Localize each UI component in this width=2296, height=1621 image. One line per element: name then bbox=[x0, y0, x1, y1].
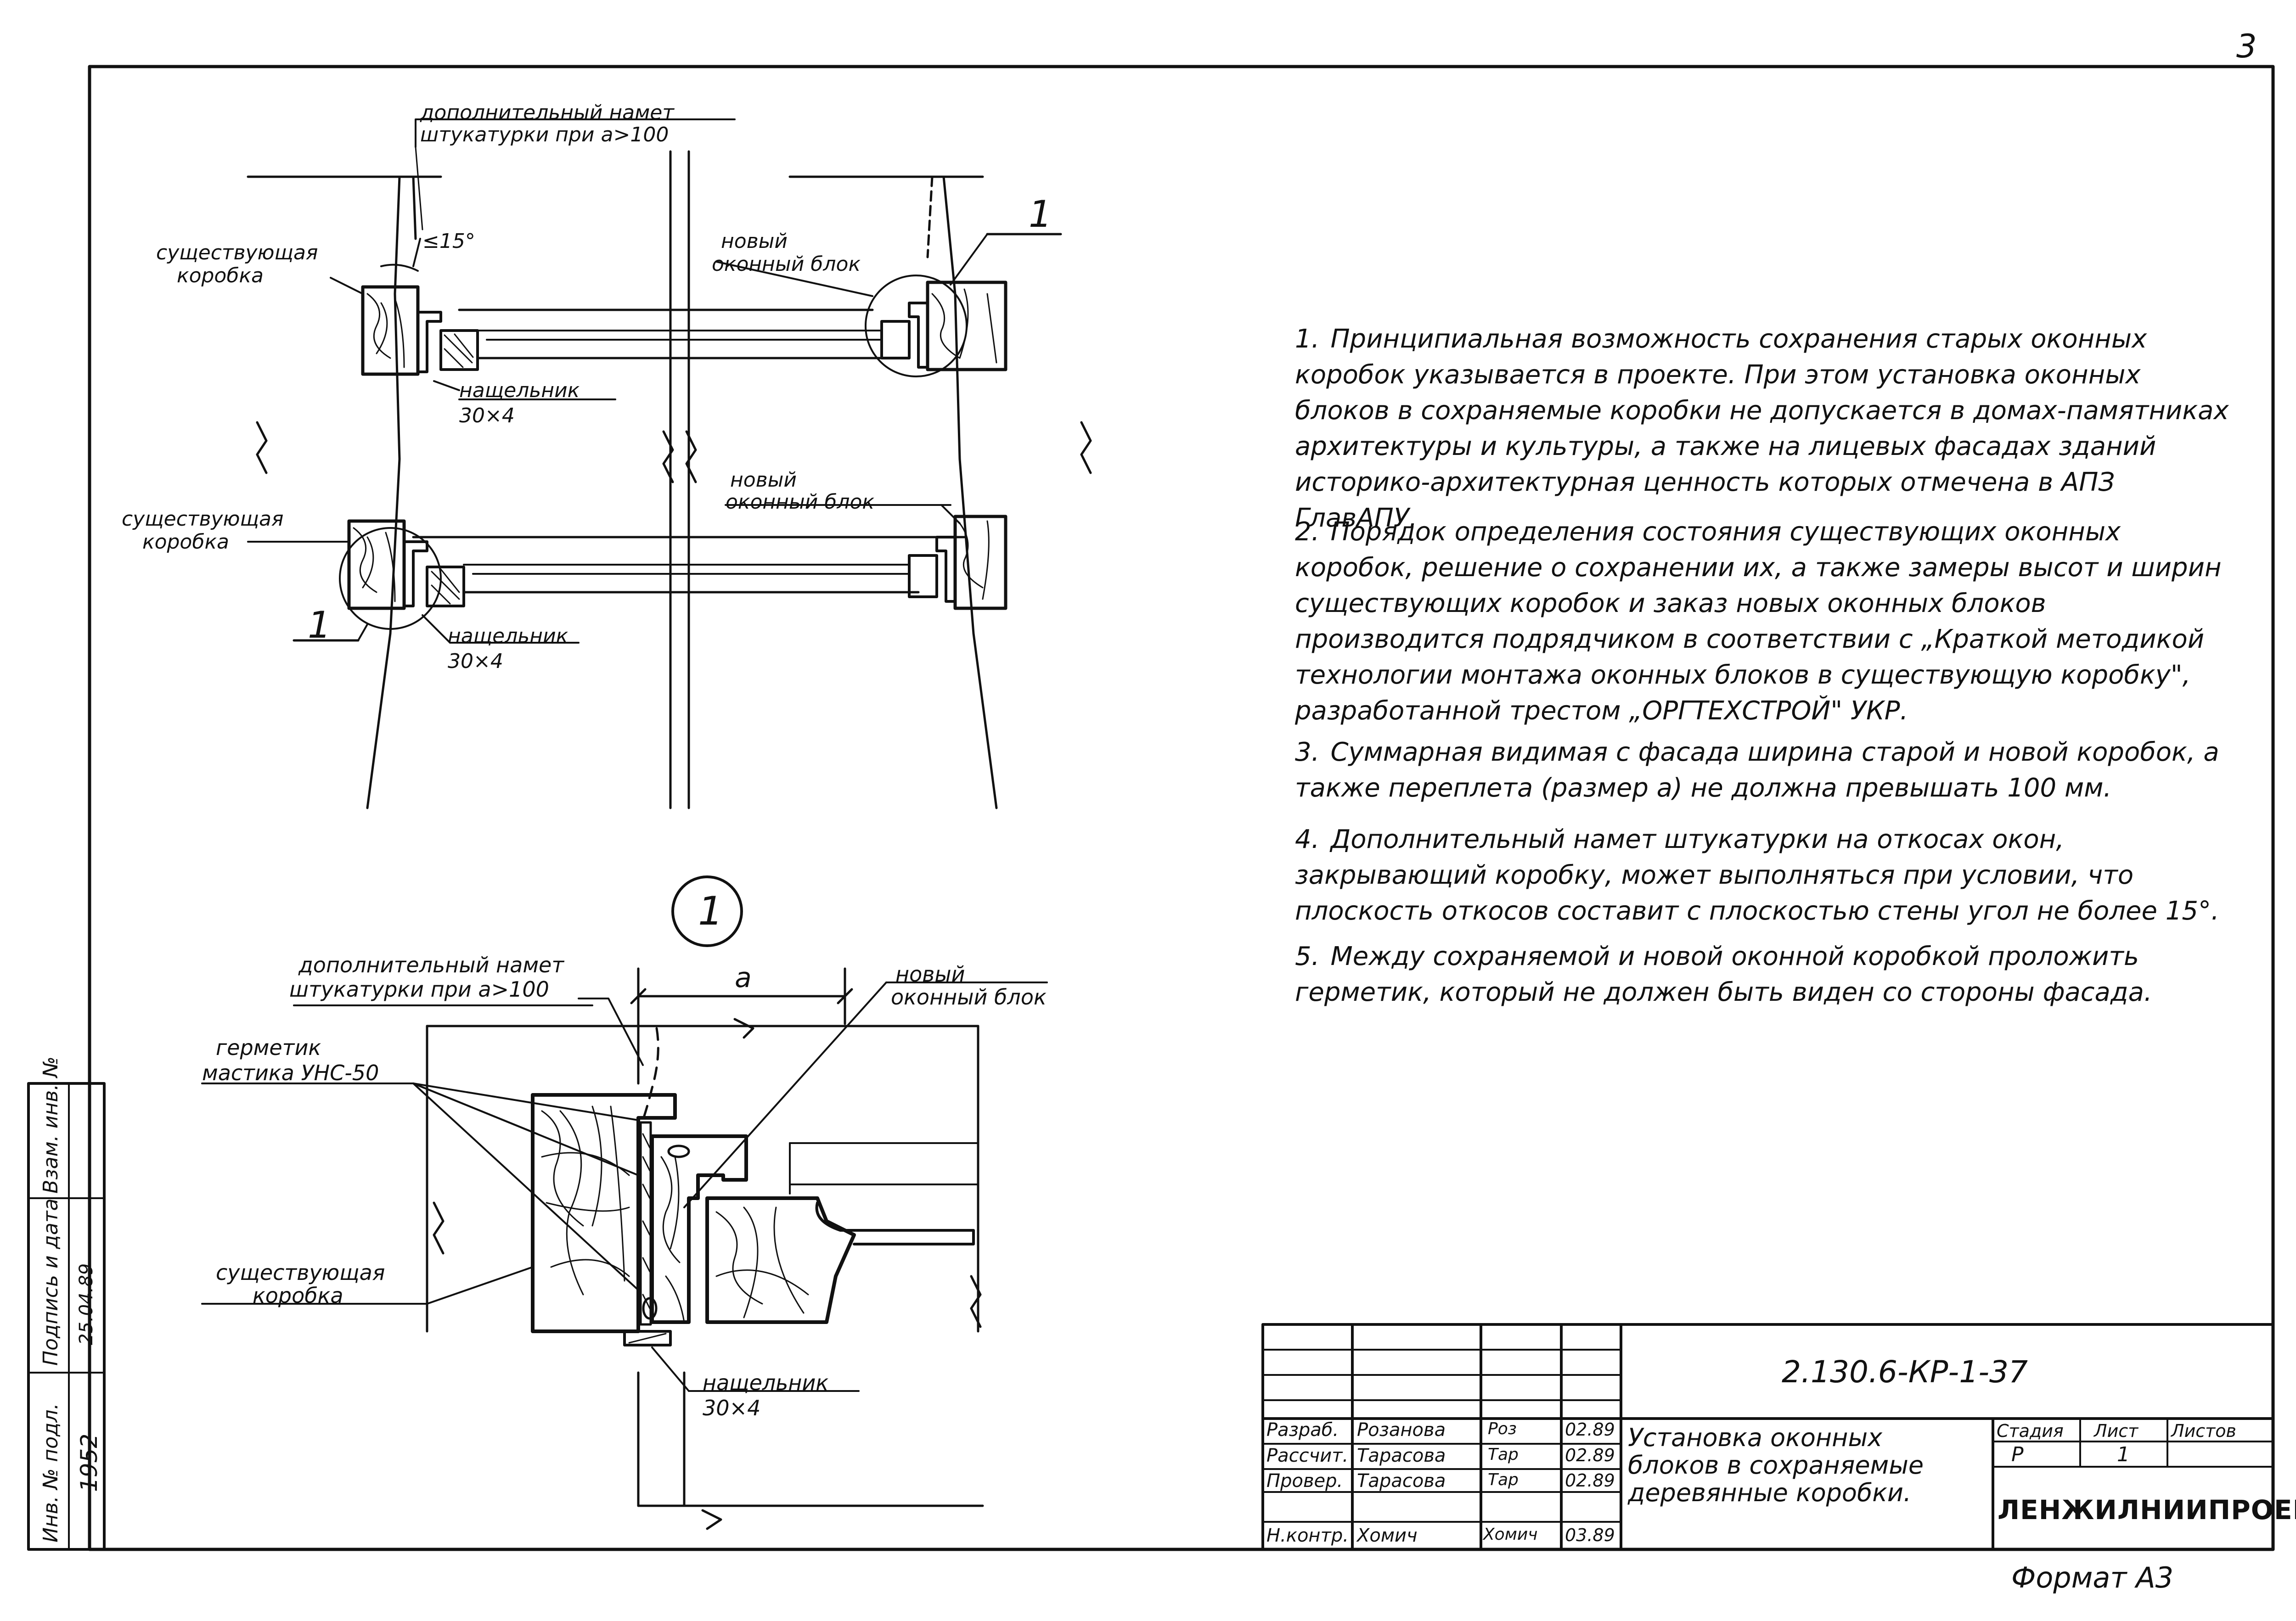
note-1: 1.Принципиальная возможность сохранения … bbox=[1295, 321, 2241, 536]
row-name-1: Розанова bbox=[1357, 1419, 1446, 1441]
label-existing-frame-detail: существующая bbox=[216, 1260, 385, 1285]
side-stamp-box bbox=[27, 1082, 106, 1551]
sheet-value: 1 bbox=[2117, 1443, 2130, 1466]
label-nashchelnik-2-size: 30×4 bbox=[448, 650, 503, 673]
note-1-text: Принципиальная возможность сохранения ст… bbox=[1295, 324, 2229, 533]
title-line-2: блоков в сохраняемые bbox=[1628, 1451, 1924, 1480]
side-stamp-sign-date: Подпись и дата bbox=[39, 1198, 62, 1366]
row-role-2: Рассчит. bbox=[1266, 1445, 1349, 1466]
label-nashchelnik-1-size: 30×4 bbox=[459, 404, 515, 427]
label-extra-plaster-detail: дополнительный намет bbox=[298, 953, 564, 977]
callout-1-top: 1 bbox=[1029, 193, 1052, 236]
label-existing-frame-2: существующая bbox=[122, 507, 284, 531]
row-sign-3: Тар bbox=[1488, 1470, 1519, 1489]
note-2: 2.Порядок определения состояния существу… bbox=[1295, 514, 2241, 729]
label-extra-plaster-detail-2: штукатурки при а>100 bbox=[289, 977, 549, 1002]
sheet-frame bbox=[88, 65, 2275, 1551]
label-sealant-2: мастика УНС-50 bbox=[202, 1060, 379, 1085]
row-date-3: 02.89 bbox=[1565, 1470, 1615, 1491]
row-role-3: Провер. bbox=[1266, 1470, 1343, 1492]
note-4-text: Дополнительный намет штукатурки на откос… bbox=[1295, 825, 2219, 926]
sheets-header: Листов bbox=[2171, 1421, 2236, 1441]
sheet-number: 3 bbox=[2236, 28, 2257, 65]
note-4: 4.Дополнительный намет штукатурки на отк… bbox=[1295, 822, 2241, 929]
callout-1-left: 1 bbox=[308, 604, 331, 646]
org-name: ЛЕНЖИЛНИИПРОЕКТ bbox=[1998, 1494, 2296, 1526]
label-nashchelnik-detail-size: 30×4 bbox=[703, 1396, 761, 1420]
stage-value: Р bbox=[2011, 1443, 2024, 1466]
label-new-block-2: новый bbox=[730, 468, 797, 492]
label-existing-frame-detail-2: коробка bbox=[253, 1283, 343, 1308]
note-5-text: Между сохраняемой и новой оконной коробк… bbox=[1295, 942, 2152, 1007]
label-nashchelnik-2: нащельник bbox=[448, 624, 568, 648]
upper-window-section bbox=[247, 118, 1092, 809]
row-name-3: Тарасова bbox=[1357, 1470, 1446, 1492]
doc-code: 2.130.6-КР-1-37 bbox=[1782, 1354, 2028, 1390]
side-stamp-inv-orig: Инв. № подл. bbox=[39, 1403, 62, 1542]
label-existing-frame-1: существующая bbox=[156, 241, 318, 264]
label-angle: ≤15° bbox=[422, 230, 475, 253]
title-line-3: деревянные коробки. bbox=[1628, 1478, 1912, 1507]
note-2-number: 2. bbox=[1295, 517, 1320, 547]
note-5-number: 5. bbox=[1295, 942, 1320, 971]
note-3-number: 3. bbox=[1295, 737, 1320, 767]
title-block-lines bbox=[1261, 1323, 2274, 1551]
note-1-number: 1. bbox=[1295, 324, 1320, 354]
label-new-block-2b: оконный блок bbox=[726, 490, 875, 514]
side-stamp-replace-inv: Взам. инв. № bbox=[39, 1056, 62, 1194]
row-sign-1: Роз bbox=[1488, 1419, 1517, 1438]
label-existing-frame-1b: коробка bbox=[177, 264, 264, 287]
row-role-1: Разраб. bbox=[1266, 1419, 1339, 1441]
row-sign-4: Хомич bbox=[1483, 1525, 1538, 1544]
row-date-2: 02.89 bbox=[1565, 1445, 1615, 1465]
callout-circle-lower bbox=[339, 527, 442, 630]
label-extra-plaster-top: дополнительный намет bbox=[420, 101, 674, 124]
stage-header: Стадия bbox=[1997, 1421, 2064, 1441]
row-sign-2: Тар bbox=[1488, 1445, 1519, 1464]
label-sealant: герметик bbox=[216, 1035, 321, 1060]
detail-marker-circle bbox=[671, 875, 743, 947]
title-line-1: Установка оконных bbox=[1628, 1423, 1883, 1452]
lower-window-section bbox=[247, 504, 1007, 644]
note-4-number: 4. bbox=[1295, 825, 1320, 854]
row-role-4: Н.контр. bbox=[1266, 1525, 1349, 1546]
label-new-block-detail-2: оконный блок bbox=[891, 985, 1047, 1010]
row-date-1: 02.89 bbox=[1565, 1419, 1615, 1440]
row-name-4: Хомич bbox=[1357, 1525, 1418, 1546]
note-3: 3.Суммарная видимая с фасада ширина стар… bbox=[1295, 735, 2241, 806]
row-date-4: 03.89 bbox=[1565, 1525, 1615, 1545]
detail-1-section bbox=[201, 875, 1048, 1530]
label-new-block-1b: оконный блок bbox=[712, 252, 861, 276]
format-label: Формат А3 bbox=[2011, 1561, 2174, 1594]
label-dim-a: а bbox=[735, 962, 752, 994]
detail-marker: 1 bbox=[698, 888, 723, 934]
callout-circle-upper bbox=[865, 275, 968, 377]
label-nashchelnik-detail: нащельник bbox=[703, 1370, 829, 1395]
label-new-block-detail: новый bbox=[895, 962, 965, 987]
note-2-text: Порядок определения состояния существующ… bbox=[1295, 517, 2222, 726]
label-extra-plaster-top-2: штукатурки при а>100 bbox=[420, 123, 669, 146]
note-3-text: Суммарная видимая с фасада ширина старой… bbox=[1295, 737, 2219, 803]
label-new-block-1: новый bbox=[721, 230, 788, 253]
note-5: 5.Между сохраняемой и новой оконной коро… bbox=[1295, 939, 2241, 1010]
side-stamp-sign-value: 25.04.89 bbox=[76, 1263, 97, 1345]
sheet-header: Лист bbox=[2094, 1421, 2138, 1441]
row-name-2: Тарасова bbox=[1357, 1445, 1446, 1466]
label-nashchelnik-1: нащельник bbox=[459, 379, 580, 402]
label-existing-frame-2b: коробка bbox=[142, 530, 230, 554]
side-stamp-inv-value: 1952 bbox=[76, 1433, 102, 1492]
